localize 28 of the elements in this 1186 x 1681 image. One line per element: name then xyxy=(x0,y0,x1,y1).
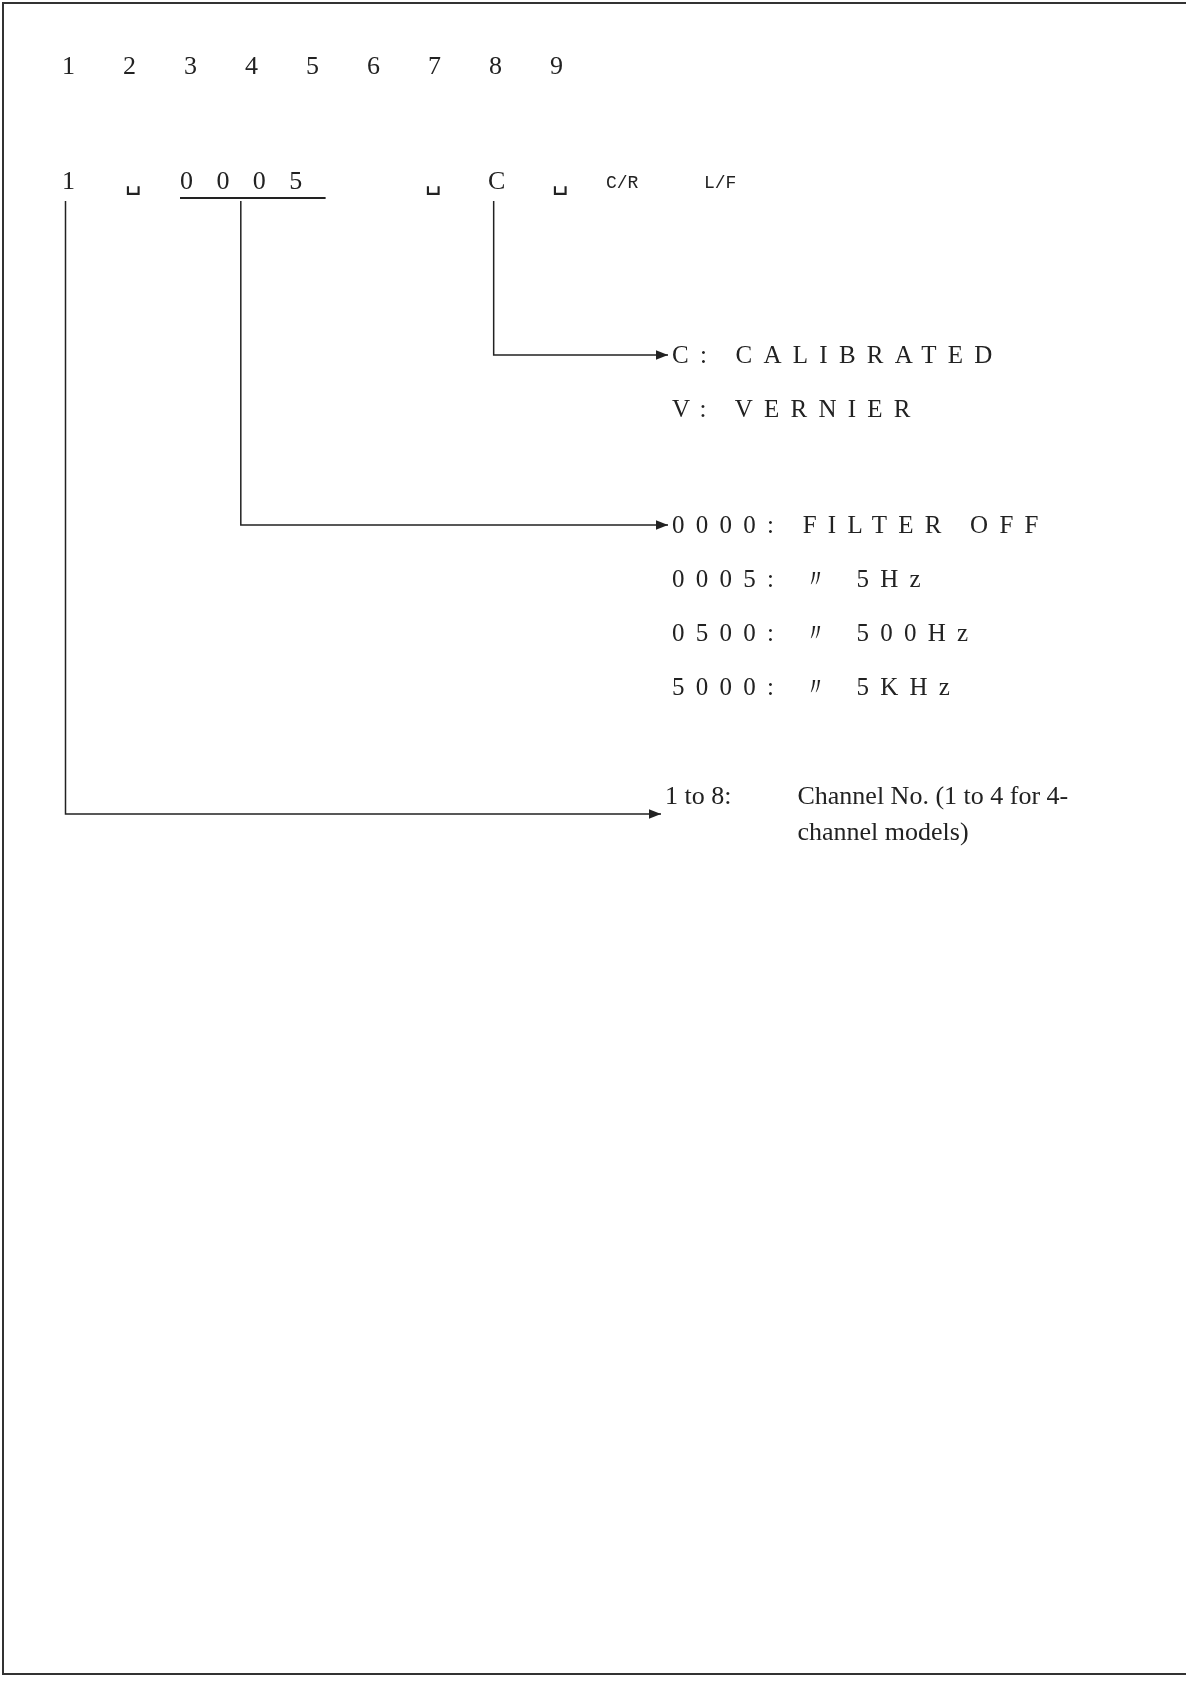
leader-arrow xyxy=(240,200,669,530)
format-character: 1 xyxy=(62,165,75,197)
code-description: 0000: FILTER OFF xyxy=(672,510,1050,540)
code-description: C: CALIBRATED xyxy=(672,340,1004,370)
leader-arrow xyxy=(64,200,662,819)
leader-arrow xyxy=(492,200,669,360)
format-character: C xyxy=(488,165,506,197)
format-digits: 0005 xyxy=(180,165,326,197)
space-symbol: ␣ xyxy=(552,165,569,197)
code-description: 0500: 〃 500Hz xyxy=(672,618,981,648)
code-description: 0005: 〃 5Hz xyxy=(672,564,933,594)
code-description: Channel No. (1 to 4 for 4-channel models) xyxy=(797,780,1070,848)
column-number: 7 xyxy=(428,50,441,82)
control-code: C/R xyxy=(606,172,639,195)
space-symbol: ␣ xyxy=(125,165,142,197)
column-number: 3 xyxy=(184,50,197,82)
column-number: 2 xyxy=(123,50,136,82)
space-symbol: ␣ xyxy=(425,165,442,197)
column-number: 5 xyxy=(306,50,319,82)
column-number: 9 xyxy=(550,50,563,82)
code-description: 5000: 〃 5KHz xyxy=(672,672,963,702)
channel-range: 1 to 8: xyxy=(665,780,732,812)
code-description: V: VERNIER xyxy=(672,394,923,424)
column-number: 8 xyxy=(489,50,502,82)
control-code: L/F xyxy=(704,172,737,195)
column-number: 1 xyxy=(62,50,75,82)
column-number: 6 xyxy=(367,50,380,82)
column-number: 4 xyxy=(245,50,258,82)
